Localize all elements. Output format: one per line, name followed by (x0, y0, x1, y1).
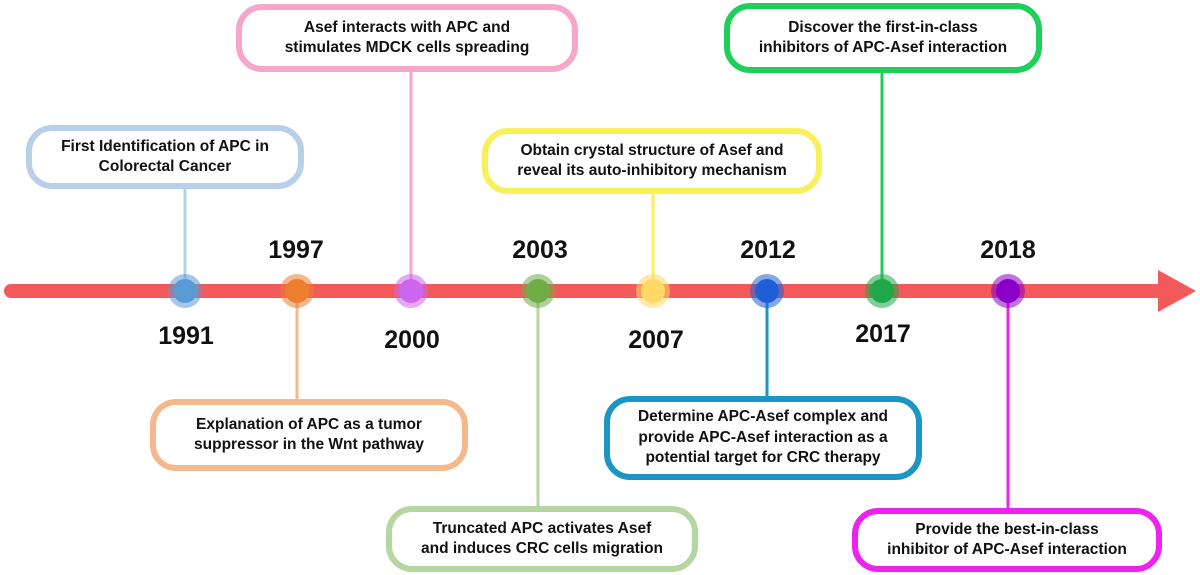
event-box-2007: Obtain crystal structure of Asef and rev… (482, 128, 822, 194)
milestone-dot-2012 (755, 279, 779, 303)
event-text-2007: Obtain crystal structure of Asef and rev… (517, 141, 787, 179)
event-text-1991: First Identification of APC in Colorecta… (61, 137, 269, 175)
timeline-arrowhead (1158, 270, 1196, 312)
milestone-dot-2000 (399, 279, 423, 303)
milestone-dot-2003 (526, 279, 550, 303)
event-box-2018: Provide the best-in-class inhibitor of A… (852, 508, 1162, 572)
milestone-dot-2017 (870, 279, 894, 303)
year-label-1997: 1997 (268, 236, 324, 264)
event-text-2017: Discover the first-in-class inhibitors o… (758, 18, 1008, 56)
event-box-2012: Determine APC-Asef complex and provide A… (604, 396, 922, 480)
event-text-2003: Truncated APC activates Asef and induces… (420, 519, 664, 557)
event-text-2018: Provide the best-in-class inhibitor of A… (887, 520, 1127, 558)
milestone-dot-1997 (285, 279, 309, 303)
milestone-dot-2018 (996, 279, 1020, 303)
event-box-2000: Asef interacts with APC and stimulates M… (236, 4, 578, 72)
event-text-2000: Asef interacts with APC and stimulates M… (284, 18, 530, 56)
event-text-2012: Determine APC-Asef complex and provide A… (637, 408, 889, 467)
year-label-2000: 2000 (384, 326, 440, 354)
year-label-2007: 2007 (628, 326, 684, 354)
year-label-2012: 2012 (740, 236, 796, 264)
milestone-dot-2007 (641, 279, 665, 303)
event-text-1997: Explanation of APC as a tumor suppressor… (194, 415, 424, 453)
event-box-2017: Discover the first-in-class inhibitors o… (724, 3, 1042, 73)
year-label-2003: 2003 (512, 236, 568, 264)
year-label-1991: 1991 (158, 322, 214, 350)
event-box-2003: Truncated APC activates Asef and induces… (386, 506, 698, 572)
year-label-2018: 2018 (980, 236, 1036, 264)
year-label-2017: 2017 (855, 320, 911, 348)
event-box-1991: First Identification of APC in Colorecta… (26, 125, 304, 189)
milestone-dot-1991 (173, 279, 197, 303)
event-box-1997: Explanation of APC as a tumor suppressor… (150, 399, 468, 471)
